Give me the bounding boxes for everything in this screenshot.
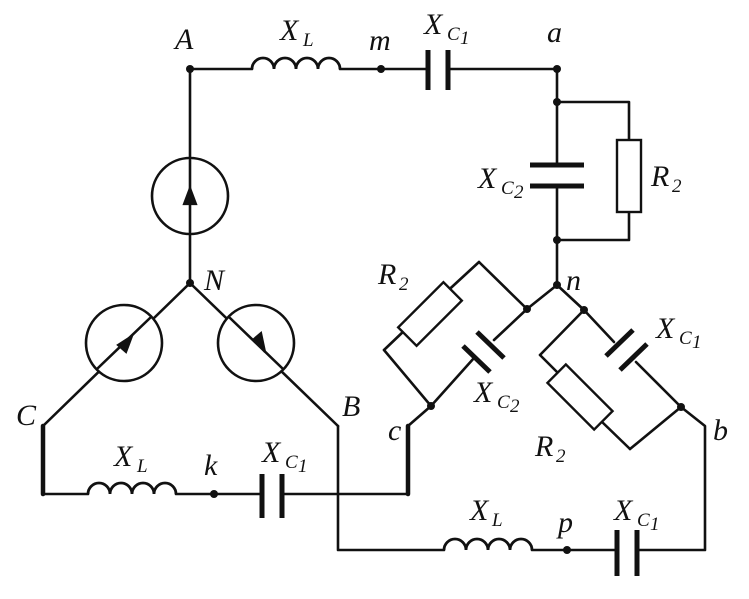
node-label-N: N [203,264,226,297]
svg-text:C: C [447,24,460,45]
svg-text:2: 2 [510,396,520,417]
svg-text:C: C [497,392,510,413]
svg-text:2: 2 [672,176,682,197]
label-xc1-branch-nb: X C 1 [655,312,702,353]
node-label-B: B [342,390,360,423]
svg-text:L: L [491,510,503,531]
line-c-wiring [40,404,433,497]
node-label-p: p [556,506,573,539]
svg-text:2: 2 [514,182,524,203]
label-xc1-line-c: X C 1 [261,436,308,477]
label-r2-branch-nb: R 2 [534,430,566,467]
node-label-c: c [388,414,401,447]
node-label-C: C [16,399,37,432]
label-r2-branch-nc: R 2 [377,258,409,295]
label-xc2-branch-nc: X C 2 [473,376,520,417]
capacitor-xc1-line-c [259,474,285,518]
star-source-wiring [41,67,340,428]
capacitor-xc1-branch-nb [604,328,649,372]
svg-text:1: 1 [650,514,660,535]
load-branch-n-b [538,283,683,451]
load-branch-n-c [382,260,559,408]
node-label-A: A [173,23,194,56]
source-phase-c [84,303,164,383]
svg-text:X: X [423,8,444,41]
capacitor-xc2-branch-nc [461,330,506,374]
svg-text:X: X [279,14,300,47]
line-b-wiring [336,405,707,552]
svg-text:2: 2 [399,274,409,295]
line-a-wiring [188,56,631,287]
svg-text:R: R [534,430,553,463]
label-xl-line-b: X L [469,494,503,531]
svg-text:X: X [613,494,634,527]
source-phase-a [150,156,230,236]
svg-text:R: R [650,160,669,193]
svg-text:X: X [261,436,282,469]
svg-text:2: 2 [556,446,566,467]
label-xc1-line-a: X C 1 [423,8,470,49]
node-label-k: k [204,449,218,482]
node-label-m: m [369,24,391,57]
svg-text:L: L [302,30,314,51]
resistor-r2-branch-nb [545,362,615,432]
source-phase-b [216,303,296,383]
label-xl-line-c: X L [113,440,148,477]
svg-text:X: X [477,162,498,195]
junction-dots [186,65,685,554]
svg-text:1: 1 [298,456,308,477]
svg-text:C: C [637,510,650,531]
svg-text:X: X [469,494,490,527]
svg-text:1: 1 [460,28,470,49]
capacitor-xc2-line-a [530,162,584,189]
node-label-a: a [547,16,562,49]
svg-text:C: C [679,328,692,349]
resistor-r2-branch-nc [396,280,464,348]
label-xc1-line-b: X C 1 [613,494,660,535]
label-xl-line-a: X L [279,14,314,51]
svg-text:1: 1 [692,332,702,353]
svg-text:C: C [285,452,298,473]
svg-text:C: C [501,178,514,199]
capacitor-xc1-line-b [614,530,640,576]
capacitor-xc1-line-a [425,50,451,90]
label-r2-line-a: R 2 [650,160,682,197]
label-xc2-line-a: X C 2 [477,162,524,203]
svg-text:R: R [377,258,396,291]
node-label-n: n [566,264,581,297]
node-label-b: b [713,414,728,447]
svg-text:X: X [473,376,494,409]
svg-text:X: X [655,312,676,345]
svg-text:X: X [113,440,134,473]
resistor-r2-line-a [615,138,643,214]
svg-text:L: L [136,456,148,477]
